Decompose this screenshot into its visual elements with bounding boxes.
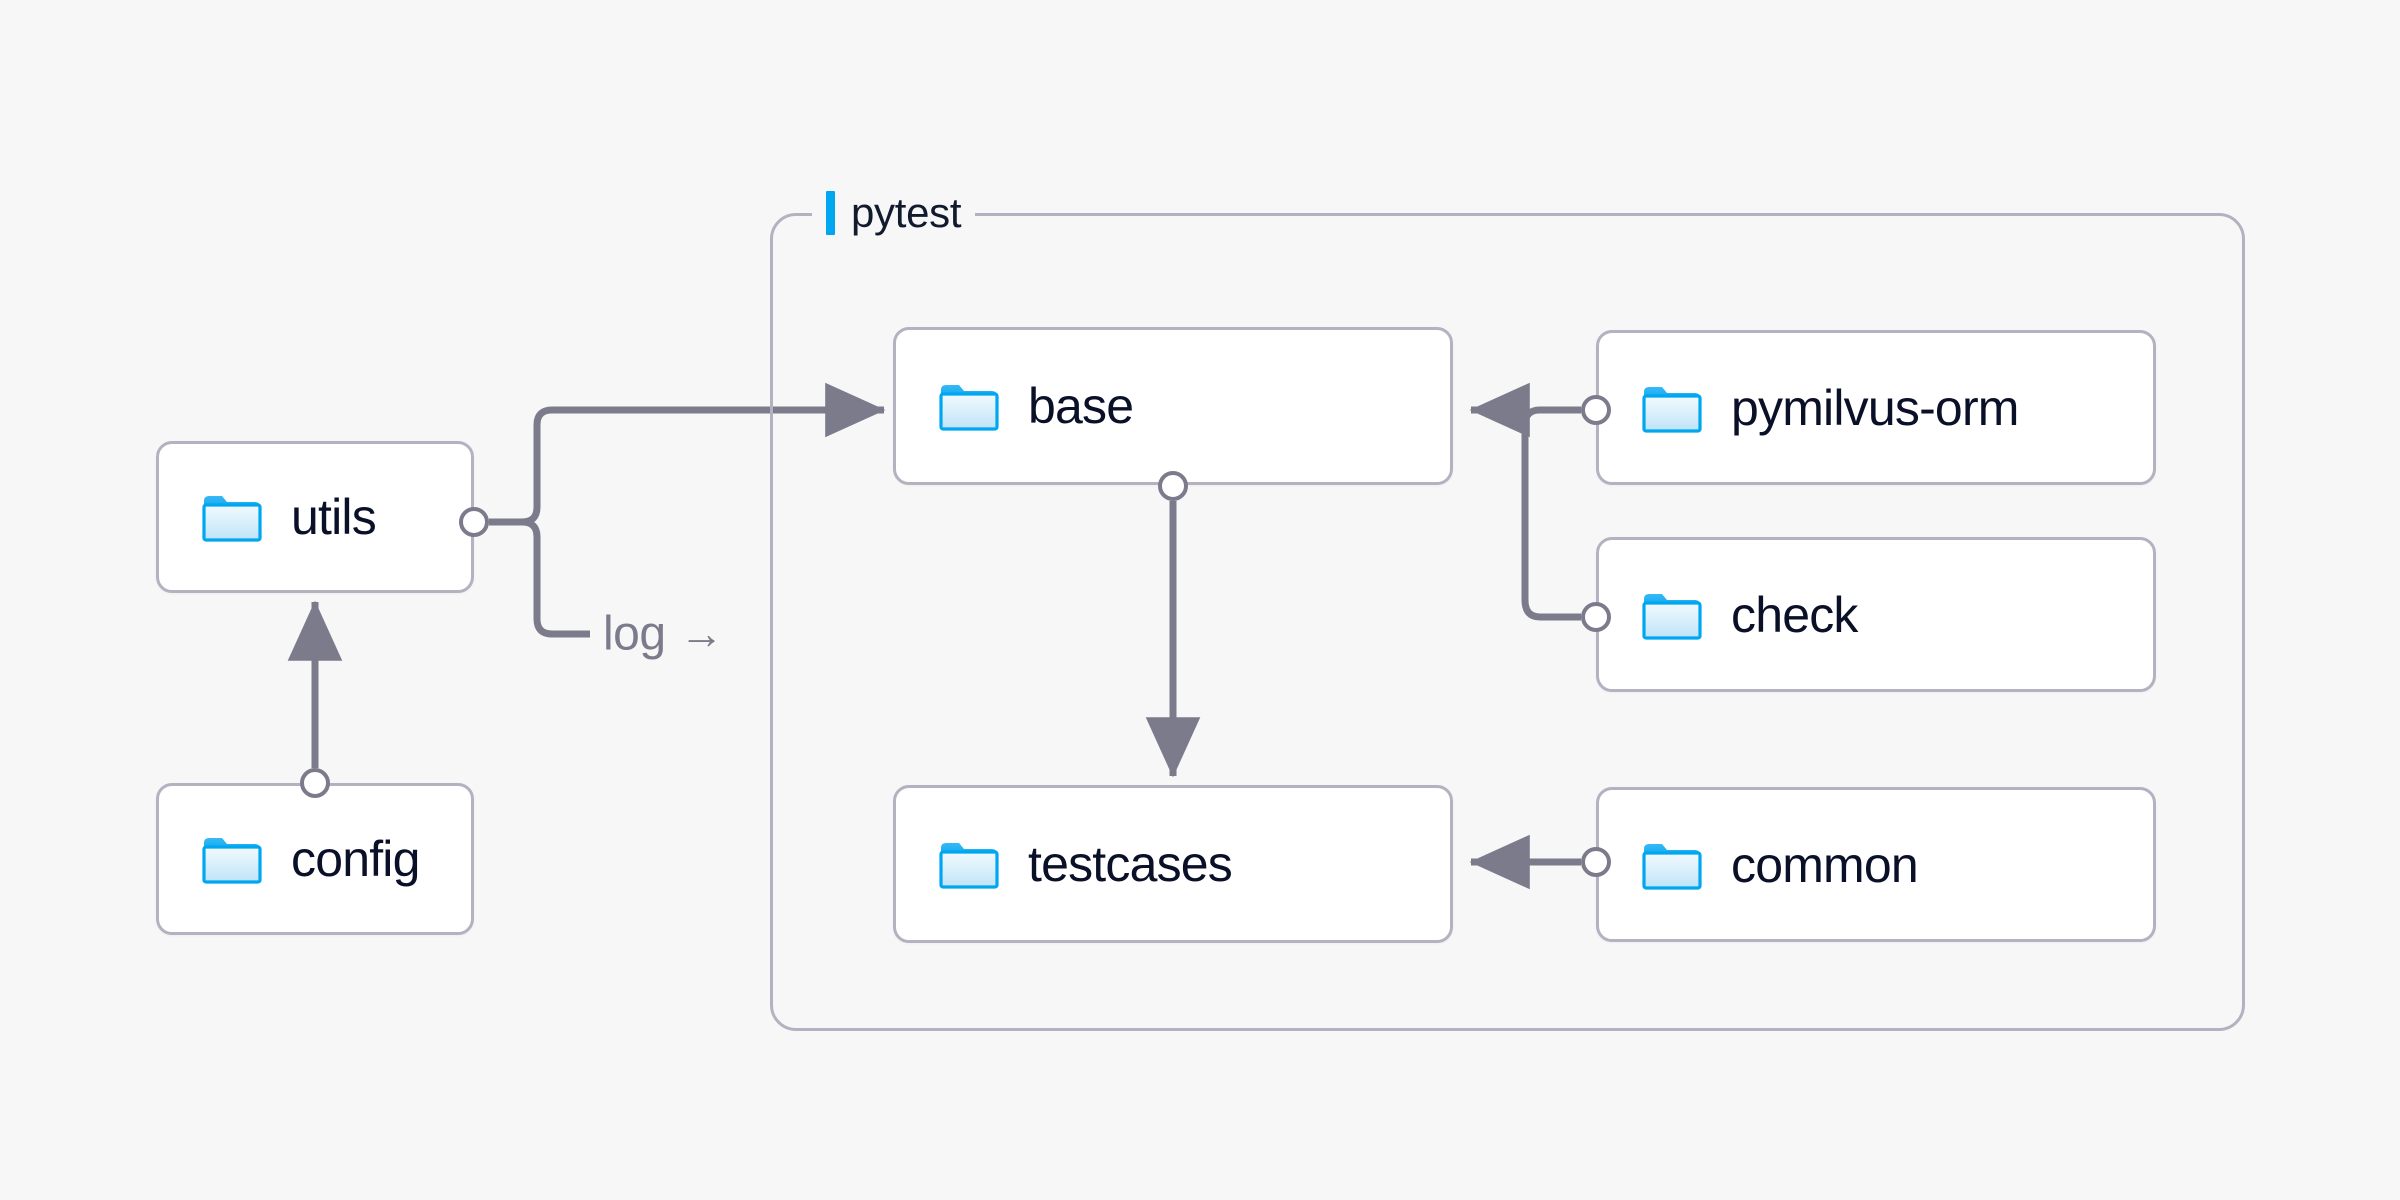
node-utils[interactable]: utils [156,441,474,593]
node-config[interactable]: config [156,783,474,935]
node-testcases[interactable]: testcases [893,785,1453,943]
group-pytest-title: pytest [812,184,976,242]
edge-check-trunk-to-base [1469,382,1530,438]
group-pytest [770,213,2245,1031]
node-base[interactable]: base [893,327,1453,485]
folder-icon [1642,593,1702,640]
folder-icon [939,843,999,889]
group-accent-bar [826,191,835,235]
node-common[interactable]: common [1596,787,2156,942]
node-check[interactable]: check [1596,537,2156,692]
port-config-top[interactable] [300,768,330,798]
edge-pymilvus-to-base [1521,406,1581,621]
port-base-bottom[interactable] [1158,471,1188,501]
node-label: testcases [1028,836,1233,892]
node-label: common [1731,836,1919,893]
port-pymilvus-orm-left[interactable] [1581,395,1611,425]
group-title-label: pytest [851,189,962,236]
port-check-left[interactable] [1581,602,1611,632]
folder-icon [202,838,262,884]
node-label: config [291,831,420,887]
edge-label-log: log → [603,607,724,662]
node-label: utils [291,489,377,545]
arrow-right-icon: → [679,609,724,658]
folder-icon [1642,386,1702,433]
node-label: check [1731,586,1858,643]
folder-icon [202,496,262,542]
node-label: pymilvus-orm [1731,379,2019,436]
node-label: base [1028,378,1134,434]
folder-icon [939,385,999,431]
edge-label-text: log [603,607,666,661]
folder-icon [1642,843,1702,890]
edge-utils-to-log [521,518,590,638]
port-utils-right[interactable] [459,507,489,537]
node-pymilvus-orm[interactable]: pymilvus-orm [1596,330,2156,485]
port-common-left[interactable] [1581,847,1611,877]
